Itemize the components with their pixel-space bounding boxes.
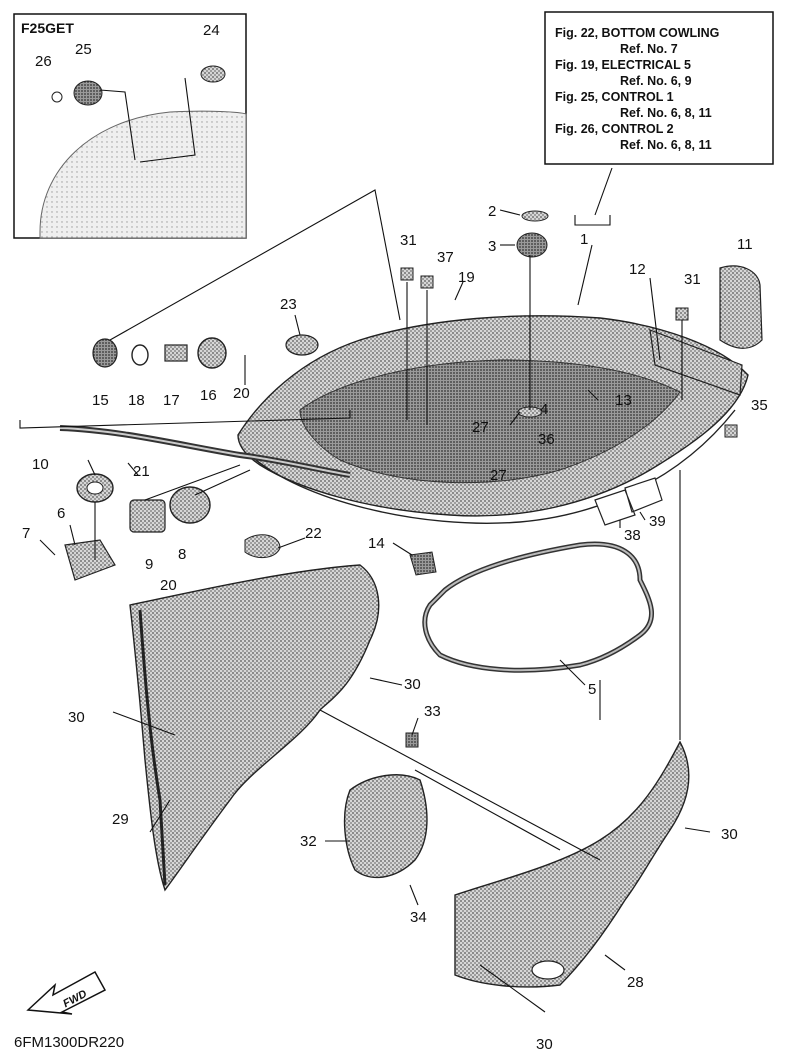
label-29: 29: [112, 811, 129, 828]
nut-35: [724, 424, 738, 438]
label-39: 39: [649, 513, 666, 530]
label-23: 23: [280, 296, 297, 313]
label-27b: 27: [490, 467, 507, 484]
bracket-6: [64, 539, 116, 581]
label-20a: 20: [233, 385, 250, 402]
part-labels: 1 2 3 4 5 6 7 8 9 10 11 12 13 14 15 16 1…: [22, 22, 768, 1053]
clip-14: [409, 551, 437, 576]
washer-18: [131, 344, 149, 366]
inset-f25get: F25GET: [13, 13, 247, 239]
label-38: 38: [624, 527, 641, 544]
label-30a: 30: [404, 676, 421, 693]
label-13: 13: [615, 392, 632, 409]
leader-lines: [19, 77, 711, 1013]
ref-line-1: Fig. 22, BOTTOM COWLING: [555, 26, 719, 40]
label-19: 19: [458, 269, 475, 286]
label-3: 3: [488, 238, 496, 255]
label-30b: 30: [68, 709, 85, 726]
grommet-23: [285, 334, 319, 356]
label-18: 18: [128, 392, 145, 409]
ref-line-3: Fig. 19, ELECTRICAL 5: [555, 58, 691, 72]
label-30d: 30: [536, 1036, 553, 1053]
collar-37: [420, 275, 434, 289]
label-6: 6: [57, 505, 65, 522]
label-7: 7: [22, 525, 30, 542]
label-25: 25: [75, 41, 92, 58]
grommet-24: [200, 65, 226, 83]
label-33: 33: [424, 703, 441, 720]
label-17: 17: [163, 392, 180, 409]
label-34: 34: [410, 909, 427, 926]
bottom-cowling: [237, 315, 749, 524]
bolt-17: [164, 344, 188, 362]
label-10: 10: [32, 456, 49, 473]
label-36: 36: [538, 431, 555, 448]
label-4: 4: [540, 401, 548, 418]
side-panel-28: [454, 740, 690, 988]
label-32: 32: [300, 833, 317, 850]
clip-22: [244, 534, 281, 558]
clip-26: [51, 91, 63, 103]
ref-line-4: Ref. No. 6, 9: [620, 74, 692, 88]
plate-38-39: [594, 477, 663, 526]
ref-line-8: Ref. No. 6, 8, 11: [620, 138, 712, 152]
grommet-25: [73, 80, 103, 106]
bracket-32: [343, 774, 428, 879]
grommet-15: [92, 338, 118, 368]
fwd-arrow: FWD: [26, 970, 107, 1015]
side-panel-29: [129, 564, 380, 892]
inset-title: F25GET: [21, 20, 74, 36]
label-26: 26: [35, 53, 52, 70]
label-5: 5: [588, 681, 596, 698]
label-35: 35: [751, 397, 768, 414]
label-27a: 27: [472, 419, 489, 436]
label-8: 8: [178, 546, 186, 563]
ref-line-6: Ref. No. 6, 8, 11: [620, 106, 712, 120]
label-16: 16: [200, 387, 217, 404]
collar-31b: [675, 307, 689, 321]
ref-line-5: Fig. 25, CONTROL 1: [555, 90, 674, 104]
nut-2: [521, 210, 549, 222]
label-24: 24: [203, 22, 220, 39]
reference-box: Fig. 22, BOTTOM COWLING Ref. No. 7 Fig. …: [544, 11, 774, 165]
ref-line-7: Fig. 26, CONTROL 2: [555, 122, 674, 136]
label-2: 2: [488, 203, 496, 220]
label-20b: 20: [160, 577, 177, 594]
label-9: 9: [145, 556, 153, 573]
lever-11: [719, 265, 763, 349]
bracket-33: [405, 732, 419, 748]
grommet-16: [197, 337, 227, 369]
label-1: 1: [580, 231, 588, 248]
damper-3: [516, 232, 548, 258]
label-30c: 30: [721, 826, 738, 843]
label-22: 22: [305, 525, 322, 542]
label-31b: 31: [684, 271, 701, 288]
label-14: 14: [368, 535, 385, 552]
drawing-code: 6FM1300DR220: [14, 1034, 124, 1051]
grommet-8: [169, 486, 211, 524]
ref-line-2: Ref. No. 7: [620, 42, 678, 56]
small-components: [51, 65, 763, 748]
label-31a: 31: [400, 232, 417, 249]
label-28: 28: [627, 974, 644, 991]
label-15: 15: [92, 392, 109, 409]
gasket-5: [422, 541, 655, 673]
holder-9: [129, 499, 166, 533]
label-21: 21: [133, 463, 150, 480]
label-11: 11: [737, 236, 753, 253]
label-12: 12: [629, 261, 646, 278]
label-37: 37: [437, 249, 454, 266]
collar-31: [400, 267, 414, 281]
